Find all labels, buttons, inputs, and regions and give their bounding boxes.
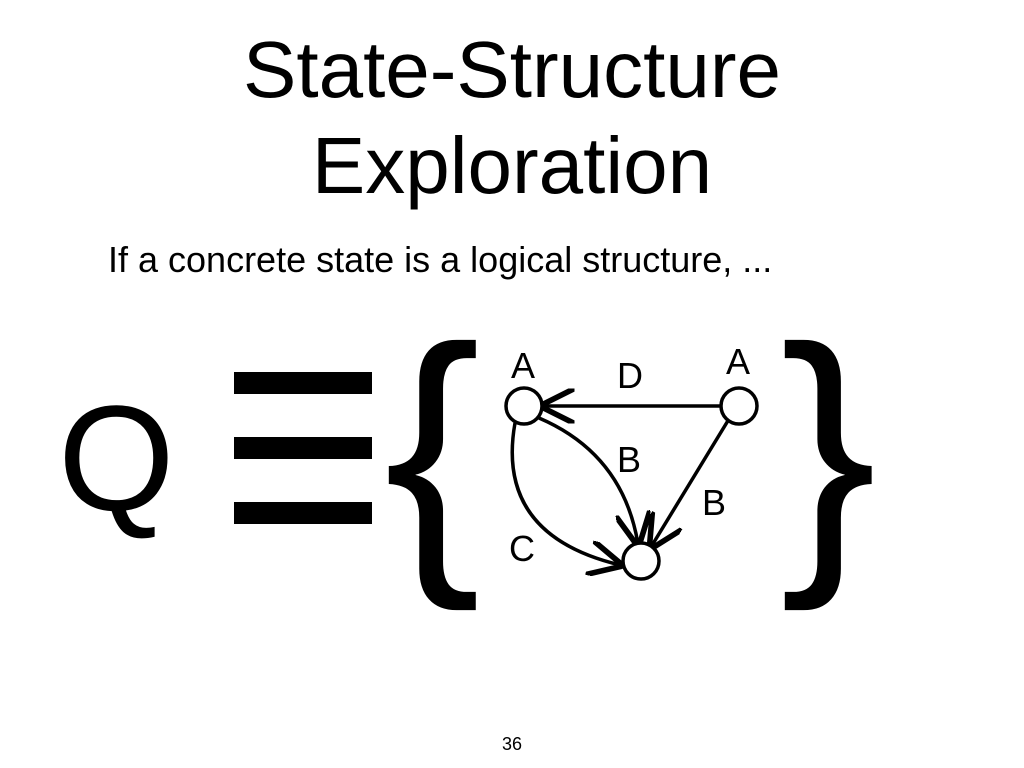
title-line-1: State-Structure — [242, 25, 781, 114]
edge-label-c: C — [509, 528, 535, 569]
node-label-2: A — [726, 341, 750, 382]
equiv-bar-bottom — [234, 502, 372, 524]
page-number: 36 — [501, 734, 523, 754]
edge-label-d: D — [617, 355, 643, 396]
slide-title: State-Structure Exploration — [0, 22, 1024, 214]
graph-node-1 — [504, 386, 544, 426]
q-variable: Q — [58, 374, 175, 542]
equiv-bar-top — [234, 372, 372, 394]
open-brace: { — [384, 288, 481, 612]
graph-node-2 — [719, 386, 759, 426]
graph-node-3 — [621, 541, 661, 581]
state-graph: A A D B B C — [504, 341, 759, 581]
edge-c — [510, 422, 620, 565]
equiv-bar-middle — [234, 437, 372, 459]
close-brace: } — [780, 288, 877, 612]
edge-label-b-curved: B — [617, 439, 641, 480]
edge-b-straight — [651, 418, 731, 547]
subtitle: If a concrete state is a logical structu… — [108, 239, 773, 280]
title-line-2: Exploration — [311, 121, 713, 210]
node-label-1: A — [511, 345, 535, 386]
edge-b-curved — [538, 416, 638, 544]
equivalence-symbol — [234, 372, 372, 524]
edge-label-b-straight: B — [702, 482, 726, 523]
